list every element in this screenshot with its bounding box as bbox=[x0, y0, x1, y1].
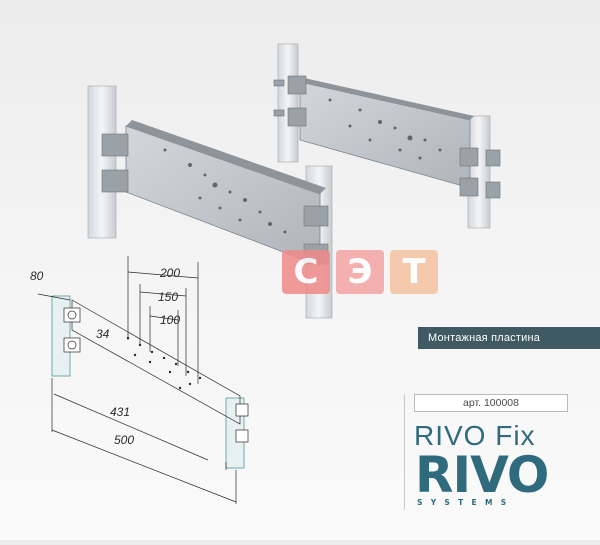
drawing-plate bbox=[71, 299, 241, 425]
dim-200: 200 bbox=[159, 266, 180, 280]
clamps bbox=[273, 75, 501, 199]
watermark-letter-3: Т bbox=[390, 250, 438, 294]
product-name: RIVO Fix bbox=[414, 420, 536, 451]
main-plate-holes bbox=[163, 148, 287, 234]
dimension-lines bbox=[37, 256, 237, 504]
brand-sub: SYSTEMS bbox=[417, 498, 515, 507]
pole-main-left bbox=[87, 85, 117, 239]
plate-flange bbox=[300, 78, 474, 120]
main-plate-flange bbox=[126, 120, 326, 194]
technical-drawing: 80 200 150 100 34 431 500 bbox=[30, 256, 249, 504]
watermark-letter-2: Э bbox=[336, 250, 384, 294]
watermark-logo: С Э Т bbox=[282, 250, 438, 294]
plate-holes bbox=[328, 98, 442, 160]
dim-150: 150 bbox=[158, 290, 178, 304]
brand-word: RIVO bbox=[415, 446, 549, 504]
article-number: арт. 100008 bbox=[414, 394, 568, 412]
caption-bar: Монтажная пластина bbox=[418, 327, 600, 349]
drawing-clamps bbox=[63, 307, 249, 443]
dim-80: 80 bbox=[30, 269, 44, 283]
watermark-letter-1: С bbox=[282, 250, 330, 294]
pole-left bbox=[277, 43, 299, 163]
main-assembly bbox=[87, 85, 333, 319]
pole-right bbox=[467, 115, 491, 229]
dim-500: 500 bbox=[114, 433, 134, 447]
dimension-labels: 80 200 150 100 34 431 500 bbox=[30, 266, 180, 447]
top-right-assembly bbox=[273, 43, 501, 229]
dim-34: 34 bbox=[96, 327, 110, 341]
divider bbox=[404, 394, 405, 510]
brand-logo: RIVO SYSTEMS bbox=[415, 446, 575, 507]
dim-100: 100 bbox=[160, 313, 180, 327]
dim-431: 431 bbox=[110, 405, 130, 419]
